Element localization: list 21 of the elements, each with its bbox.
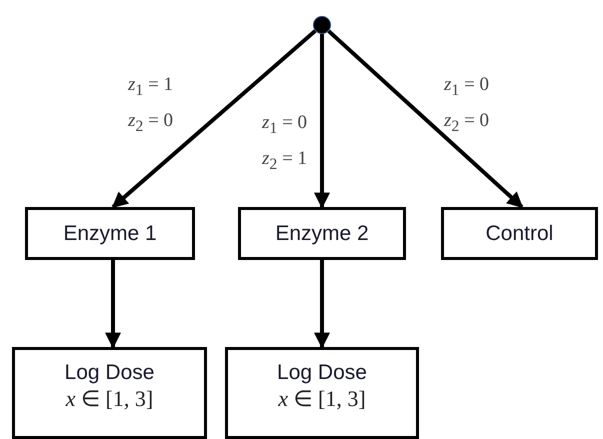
edge-label: z$_{1}$ = 0 z$_{2}$ = 0 [444,73,490,137]
formula-text: x ∈ [1, 3] [66,385,154,414]
box-label: Log Dose [277,360,367,386]
box-label: Enzyme 2 [275,220,369,246]
edge-label: z$_{1}$ = 0 z$_{2}$ = 1 [262,111,308,175]
box-label: Log Dose [64,360,154,386]
root-dot [313,16,331,34]
process-box [238,207,406,260]
process-box [225,347,419,439]
arrow [105,260,121,349]
edge-label: z$_{1}$ = 1 z$_{2}$ = 0 [128,73,174,137]
formula-text: x ∈ [1, 3] [278,385,366,414]
process-box [12,347,207,439]
process-box [441,207,598,260]
arrow [112,29,317,208]
arrow [327,30,524,208]
box-label: Control [486,220,554,246]
arrow [314,260,330,349]
arrow [314,34,330,209]
box-label: Enzyme 1 [63,220,157,246]
process-box [25,207,195,260]
